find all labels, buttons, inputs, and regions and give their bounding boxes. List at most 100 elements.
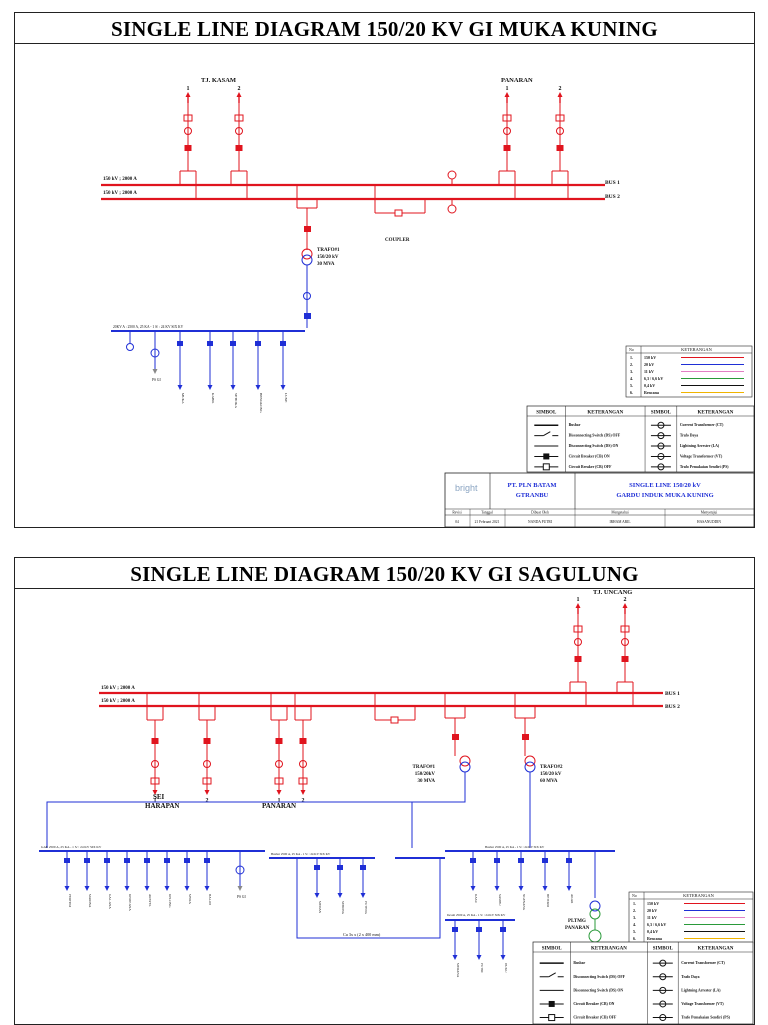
feeder-arsyel: ARSYEL xyxy=(144,851,152,907)
legend-index: 5. xyxy=(630,383,633,388)
feeder-label: MERANA xyxy=(456,963,460,978)
footer-header: Menyetujui xyxy=(701,511,718,515)
feeder-label: KELONG xyxy=(168,894,172,908)
legend-no-header: No xyxy=(632,893,637,898)
legend-no-header: No xyxy=(629,347,634,352)
trafo-1-capacity: 30 MVA xyxy=(417,779,435,784)
line-bay: 1 xyxy=(146,693,164,804)
symbol-description: Current Transformer (CT) xyxy=(680,423,724,427)
bus-2-label: BUS 2 xyxy=(605,194,620,200)
bus-1-label: BUS 1 xyxy=(605,180,620,186)
bay-number: 1 xyxy=(187,86,190,92)
legend-item-label: 0,4 kV xyxy=(644,383,655,388)
sheet-sagulung: SINGLE LINE DIAGRAM 150/20 KV GI SAGULUN… xyxy=(14,557,755,1025)
symbol-description: Disconnecting Switch (DS) ON xyxy=(573,988,623,992)
bay-name-panaran: PANARAN xyxy=(262,802,296,810)
sheet-muka-kuning: SINGLE LINE DIAGRAM 150/20 KV GI MUKA KU… xyxy=(14,12,755,528)
feeder-label: PERTIWI xyxy=(68,894,72,907)
legend-index: 1. xyxy=(630,355,633,360)
bus-coupler xyxy=(374,693,416,724)
feeder-putri: PUTRI xyxy=(476,920,484,973)
feeder-label: GAL.ANA xyxy=(108,894,112,909)
footer-header: Tanggal xyxy=(481,511,493,515)
feeder-label: LUNE xyxy=(284,393,288,402)
drawing-title-2: GARDU INDUK MUKA KUNING xyxy=(616,492,713,499)
footer-value: NANDA PUTRI xyxy=(528,520,553,524)
feeder-marina: MARINA xyxy=(84,851,92,908)
legend-item-label: 6,3 / 6,6 kV xyxy=(644,376,663,381)
trafo-1-name: TRAFO#1 xyxy=(413,765,436,770)
footer-header: Revisi xyxy=(452,511,461,515)
symbol-table-header: SIMBOL xyxy=(653,947,674,952)
bay-number: 2 xyxy=(238,86,241,92)
ps-label: PS GI xyxy=(237,895,246,899)
feeder-sambu: SAMBU xyxy=(494,851,502,906)
feeder-label: MEDAN xyxy=(318,901,322,914)
feeder-gal-ana: GAL.ANA xyxy=(104,851,112,909)
feeder-label: SAMBU xyxy=(498,894,502,906)
feeder-label: PUTENG xyxy=(364,901,368,915)
symbol-description: Trafo Daya xyxy=(680,434,698,438)
line-bay: 2 xyxy=(551,86,569,199)
symbol-description: Disconnecting Switch (DS) OFF xyxy=(569,434,621,438)
legend-item-label: 20 kV xyxy=(647,908,657,913)
trafo-2-name: TRAFO#2 xyxy=(540,765,563,770)
footer-value: IRHAM ARIL xyxy=(609,520,630,524)
busbar-d-rating: Incom 2500 A, 25 KA - 1 S/ : 24 KV SIX K… xyxy=(447,913,506,918)
footer-value: HASANUDDIN xyxy=(697,520,721,524)
feeder-label: MUKA xyxy=(181,393,185,404)
feeder-bengkong: BENGKONG xyxy=(255,331,263,413)
company-unit: GTRANBU xyxy=(516,492,549,499)
symbol-description: Busbar xyxy=(569,423,581,427)
feeder-label: BETORO xyxy=(546,894,550,908)
symbol-description: Trafo Daya xyxy=(681,975,699,979)
symbol-table-header: KETERANGAN xyxy=(591,947,627,952)
line-bay: 2 xyxy=(198,693,216,804)
legend-index: 6. xyxy=(630,390,633,395)
trafo-1-lv-feed xyxy=(46,772,466,848)
symbol-table-header: SIMBOL xyxy=(651,411,672,416)
symbol-description: Disconnecting Switch (DS) OFF xyxy=(573,975,625,979)
diagram-title: SINGLE LINE DIAGRAM 150/20 KV GI SAGULUN… xyxy=(15,558,754,589)
feeder-label: KABIL xyxy=(211,393,215,404)
feeder-label: SETIOKA xyxy=(234,393,238,408)
feeder-merana: MERANA xyxy=(452,920,460,978)
pltmg: PLTMG PANARAN xyxy=(565,851,602,943)
trafo-ratio: 150/20 kV xyxy=(317,255,339,260)
feeder-kasu: KASU xyxy=(470,851,478,904)
line-bay: 2 xyxy=(294,693,312,804)
bay-number: 1 xyxy=(506,86,509,92)
feeder-medan: MEDAN xyxy=(314,858,322,914)
ps-gi: PS GI xyxy=(150,331,161,382)
logo-bright: bright xyxy=(455,483,478,493)
feeder-myra: MYRA xyxy=(184,851,192,905)
bay-number: 2 xyxy=(559,86,562,92)
busbar-20kv-rating: 20KV A : 2500 A, 25 KA - 1 S/ : 24 KV SI… xyxy=(113,325,184,330)
legend-item-label: Rencana xyxy=(647,936,662,941)
pltmg-location: PANARAN xyxy=(565,926,590,931)
symbol-description: Voltage Transformer (VT) xyxy=(681,1002,724,1006)
trafo-bay: TRAFO#1 150/20 kV 30 MVA xyxy=(296,185,340,328)
coupler-label: COUPLER xyxy=(385,238,410,243)
legend-index: 4. xyxy=(633,922,636,927)
bay-name-tj-uncang: TJ. UNCANG xyxy=(593,589,632,596)
bay-name-panaran: PANARAN xyxy=(501,77,533,84)
legend-index: 2. xyxy=(630,362,633,367)
symbol-table-header: SIMBOL xyxy=(536,411,557,416)
bay-number: 2 xyxy=(206,798,209,804)
feeder-betoro: BETORO xyxy=(542,851,550,908)
feeder-duku: DUKU xyxy=(500,920,508,973)
title-block: bright PT. PLN BATAM GTRANBU SINGLE LINE… xyxy=(444,472,754,527)
feeder-kemp-ana: KEMP.ANA xyxy=(124,851,132,911)
legend-index: 3. xyxy=(633,915,636,920)
legend-item-label: 150 kV xyxy=(644,355,656,360)
feeder-setioka: SETIOKA xyxy=(230,331,238,408)
symbol-description: Circuit Breaker (CB) OFF xyxy=(569,465,613,469)
trafo-name: TRAFO#1 xyxy=(317,248,340,253)
symbol-description: Circuit Breaker (CB) OFF xyxy=(573,1016,617,1020)
vt-20kv xyxy=(126,331,134,351)
legend-index: 2. xyxy=(633,908,636,913)
